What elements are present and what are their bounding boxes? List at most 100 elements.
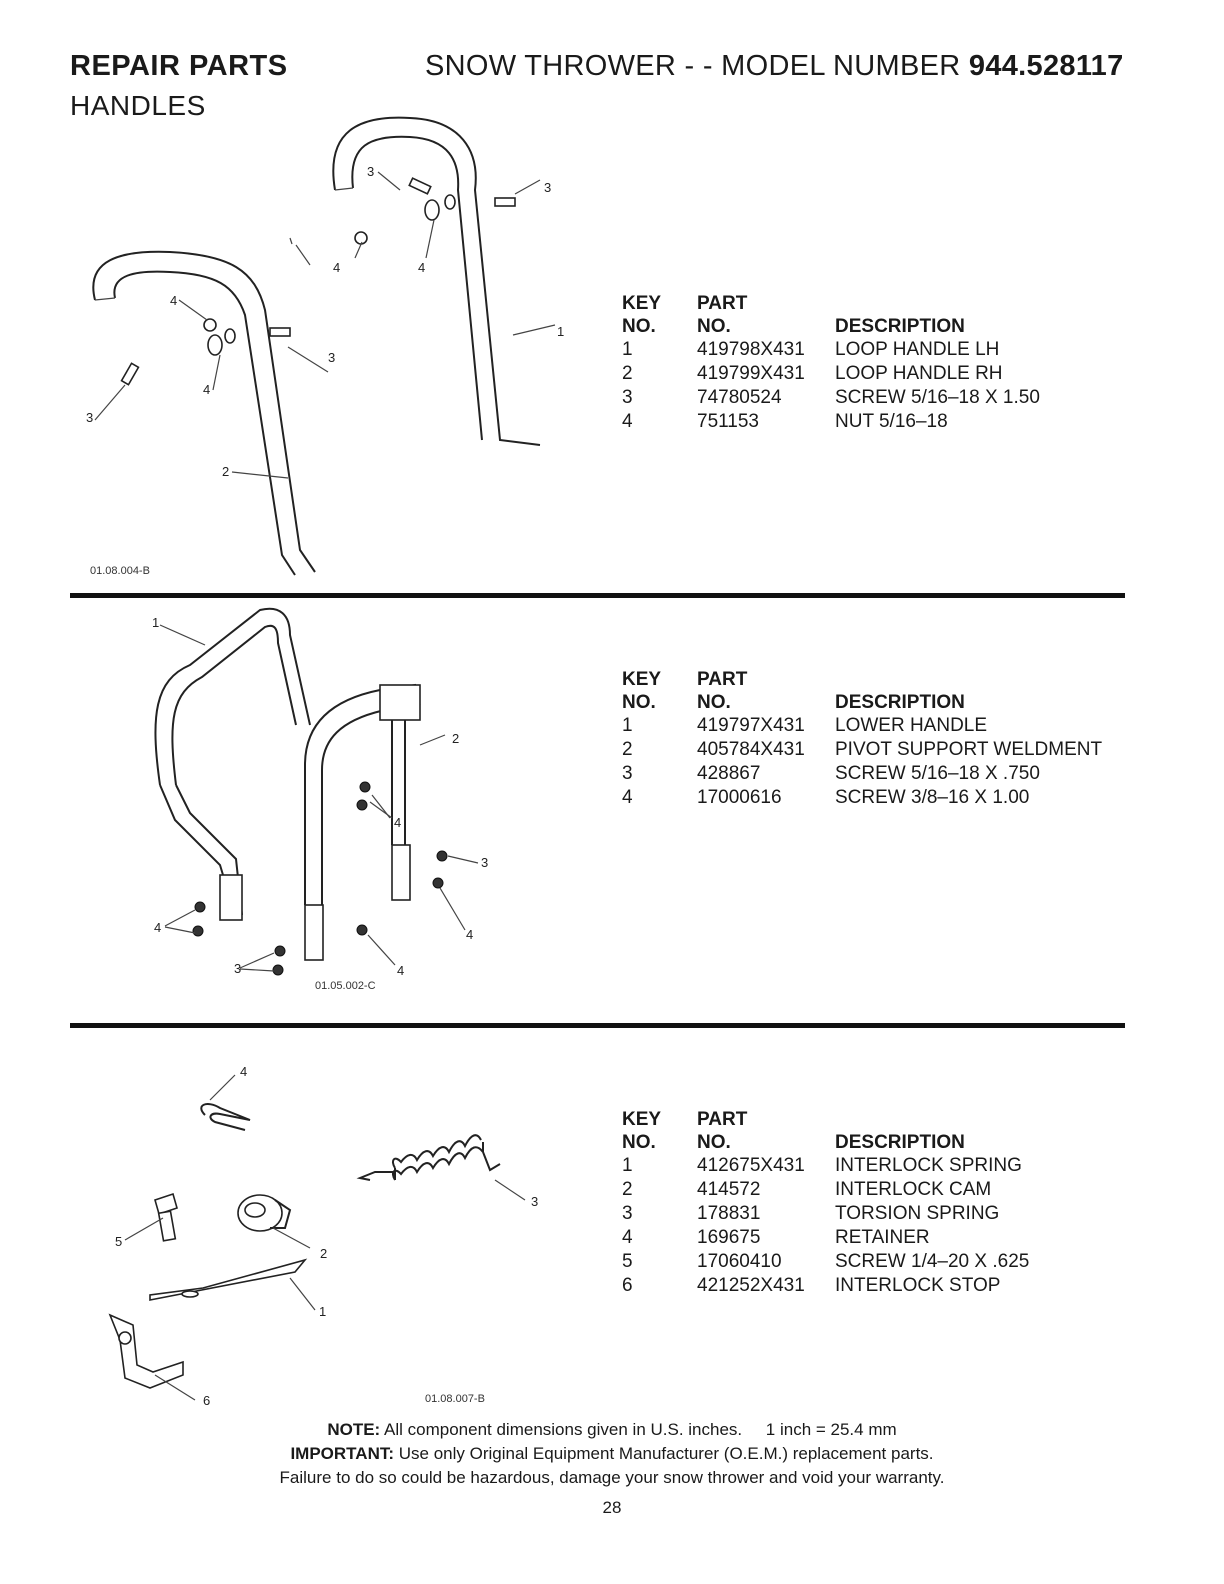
part-no: 405784X431 <box>697 739 805 760</box>
page-number: 28 <box>602 1498 622 1517</box>
callout-4: 4 <box>170 293 177 308</box>
callout-1: 1 <box>319 1304 326 1319</box>
part-no: 421252X431 <box>697 1275 805 1296</box>
key-no: 1 <box>622 339 633 360</box>
figure-code: 01.08.004-B <box>90 565 150 577</box>
header-description: DESCRIPTION <box>835 316 965 337</box>
note-line: NOTE: All component dimensions given in … <box>0 1418 1224 1442</box>
callout-4: 4 <box>240 1064 247 1079</box>
key-no: 3 <box>622 763 633 784</box>
part-description: LOWER HANDLE <box>835 715 988 736</box>
important-label: IMPORTANT: <box>290 1444 395 1463</box>
part-description: SCREW 1/4–20 X .625 <box>835 1251 1030 1272</box>
callout-2: 2 <box>222 464 229 479</box>
interlock-spring <box>149 1258 308 1301</box>
part-no: 17060410 <box>697 1251 782 1272</box>
screw <box>154 1192 178 1242</box>
callout-4: 4 <box>418 260 425 275</box>
retainer <box>200 1103 251 1131</box>
figure-lower-handle: 1 2 3 3 4 4 4 4 <box>152 607 488 978</box>
figure-loop-handles: 1 2 3 3 3 3 4 4 4 4 <box>86 116 564 576</box>
key-no: 4 <box>622 411 633 432</box>
model-heading-prefix: SNOW THROWER - - MODEL NUMBER <box>425 50 961 82</box>
part-description: NUT 5/16–18 <box>835 411 948 432</box>
part-no: 412675X431 <box>697 1155 805 1176</box>
lower-handle-left <box>154 607 311 786</box>
key-no: 2 <box>622 363 633 384</box>
part-no: 414572 <box>697 1179 761 1200</box>
model-number: 944.528117 <box>968 50 1124 82</box>
page-title: REPAIR PARTS <box>70 50 288 82</box>
note-text: All component dimensions given in U.S. i… <box>384 1420 743 1439</box>
callout-4: 4 <box>154 920 161 935</box>
header-description: DESCRIPTION <box>835 692 965 713</box>
interlock-cam <box>237 1194 292 1232</box>
part-description: TORSION SPRING <box>835 1203 1000 1224</box>
callout-3: 3 <box>367 164 374 179</box>
part-no: 178831 <box>697 1203 761 1224</box>
callout-2: 2 <box>320 1246 327 1261</box>
section-title: HANDLES <box>70 90 206 121</box>
part-no: 419797X431 <box>697 715 805 736</box>
table-row: 5 17060410 SCREW 1/4–20 X .625 <box>622 1250 1029 1274</box>
callout-3: 3 <box>544 180 551 195</box>
callout-3: 3 <box>531 1194 538 1209</box>
table-row: 3 428867 SCREW 5/16–18 X .750 <box>622 762 1102 786</box>
figure-code: 01.05.002-C <box>315 980 376 992</box>
figure-interlock-parts: 1 2 3 4 5 6 <box>108 1064 538 1408</box>
important-line: IMPORTANT: Use only Original Equipment M… <box>0 1442 1224 1466</box>
part-description: INTERLOCK SPRING <box>835 1155 1022 1176</box>
part-no: 419799X431 <box>697 363 805 384</box>
torsion-spring <box>356 1134 501 1181</box>
key-no: 5 <box>622 1251 633 1272</box>
key-no: 3 <box>622 387 633 408</box>
callout-6: 6 <box>203 1393 210 1408</box>
callout-3: 3 <box>328 350 335 365</box>
callout-4: 4 <box>394 815 401 830</box>
important-text: Use only Original Equipment Manufacturer… <box>398 1444 934 1463</box>
loop-handle-lh-outer <box>92 250 316 573</box>
key-no: 3 <box>622 1203 633 1224</box>
section-divider <box>70 1023 1125 1028</box>
callout-4: 4 <box>333 260 340 275</box>
table-row: 4 169675 RETAINER <box>622 1226 1029 1250</box>
unit-conversion: 1 inch = 25.4 mm <box>765 1420 897 1439</box>
part-description: INTERLOCK STOP <box>835 1275 1001 1296</box>
loop-handle-rh-inner <box>351 135 483 441</box>
header-description: DESCRIPTION <box>835 1132 965 1153</box>
part-description: RETAINER <box>835 1227 930 1248</box>
note-label: NOTE: <box>327 1420 381 1439</box>
callout-4: 4 <box>466 927 473 942</box>
loop-handle-lh-inner <box>113 270 296 576</box>
key-no: 4 <box>622 787 633 808</box>
part-no: 169675 <box>697 1227 761 1248</box>
callout-3: 3 <box>86 410 93 425</box>
key-no: 2 <box>622 739 633 760</box>
callout-5: 5 <box>115 1234 122 1249</box>
section-divider <box>70 593 1125 598</box>
key-no: 4 <box>622 1227 633 1248</box>
part-description: LOOP HANDLE RH <box>835 363 1003 384</box>
part-description: SCREW 5/16–18 X .750 <box>835 763 1040 784</box>
figure-code: 01.08.007-B <box>425 1393 485 1405</box>
part-description: SCREW 5/16–18 X 1.50 <box>835 387 1040 408</box>
warning-line: Failure to do so could be hazardous, dam… <box>279 1468 945 1487</box>
part-description: SCREW 3/8–16 X 1.00 <box>835 787 1030 808</box>
model-heading: SNOW THROWER - - MODEL NUMBER 944.528117 <box>425 50 1124 83</box>
part-no: 428867 <box>697 763 761 784</box>
